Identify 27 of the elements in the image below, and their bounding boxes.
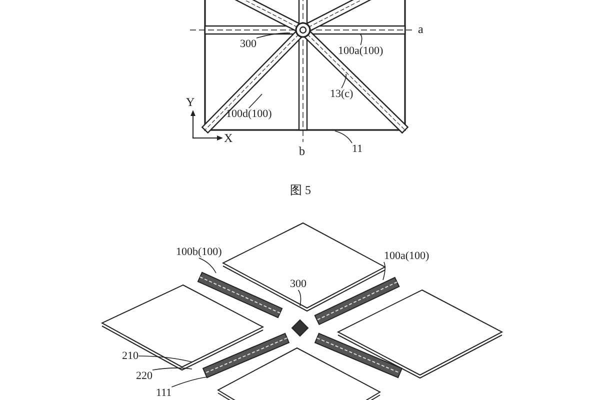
axis-label: X	[224, 132, 233, 144]
callout-number: 300	[240, 38, 256, 50]
callout-number: 11	[352, 143, 363, 155]
callout-number: 100b(100)	[176, 246, 222, 258]
callout-number: 100d(100)	[226, 108, 272, 120]
callout-number: 111	[156, 387, 172, 399]
axis-label: Y	[186, 96, 195, 108]
leader-line	[152, 368, 192, 370]
leader-line	[334, 130, 352, 144]
leader-line	[256, 32, 290, 38]
figure-caption: 图 5	[290, 184, 311, 196]
leader-line	[138, 356, 192, 362]
callout-number: 100a(100)	[338, 45, 384, 57]
leader-line	[171, 376, 208, 388]
leader-line	[198, 258, 216, 274]
callout-number: 100a(100)	[384, 250, 430, 262]
section-line-label: b	[299, 145, 305, 157]
leader-line	[298, 290, 302, 306]
callout-number: 220	[136, 370, 152, 382]
callout-number: 13(c)	[330, 88, 354, 100]
section-line-label: a	[418, 23, 424, 35]
leader-line	[382, 262, 386, 280]
callout-number: 210	[122, 350, 138, 362]
callout-number: 300	[290, 278, 306, 290]
leader-line	[341, 74, 346, 88]
leader-line	[360, 34, 362, 46]
leader-line	[248, 94, 262, 108]
